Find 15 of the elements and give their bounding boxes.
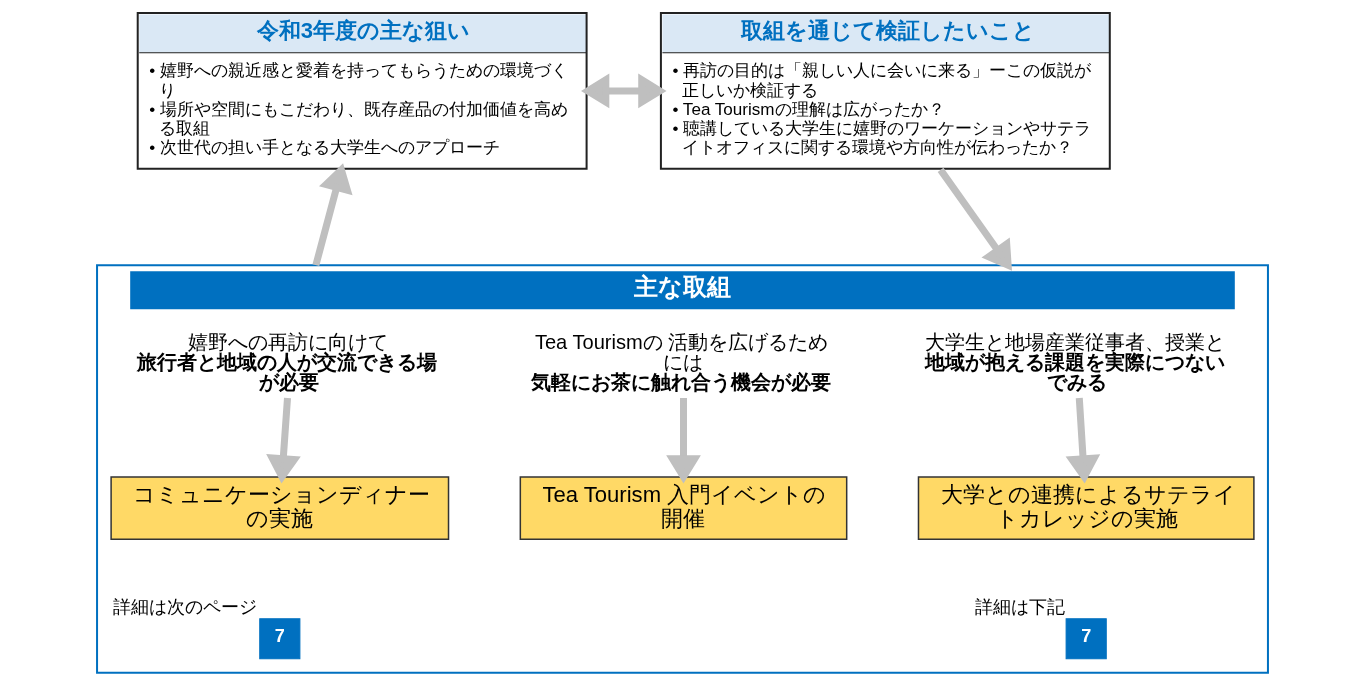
arrow [937,167,1012,271]
arrow [581,73,667,109]
arrow [312,163,353,267]
node-box: コミュニケーションディナーの実施 [110,476,450,541]
node-label: 詳細は下記 [975,597,1066,618]
node-box: 7 [1065,618,1107,660]
node-box: Tea Tourism 入門イベントの開催 [519,476,848,541]
node-text: 嬉野への再訪に向けて旅行者と地域の人が交流できる場が必要 [137,330,438,393]
arrow [266,397,301,484]
arrow [1065,397,1101,484]
node-box: 大学との連携によるサテライトカレッジの実施 [917,476,1255,541]
node-text: Tea Tourismの 活動を広げるためには気軽にお茶に触れ合う機会が必要 [530,330,831,393]
node-box: 7 [259,618,301,660]
node-label: 詳細は次のページ [113,597,258,618]
node-text: 大学生と地場産業従事者、授業と地域が抱える課題を実際につないでみる [924,330,1225,393]
